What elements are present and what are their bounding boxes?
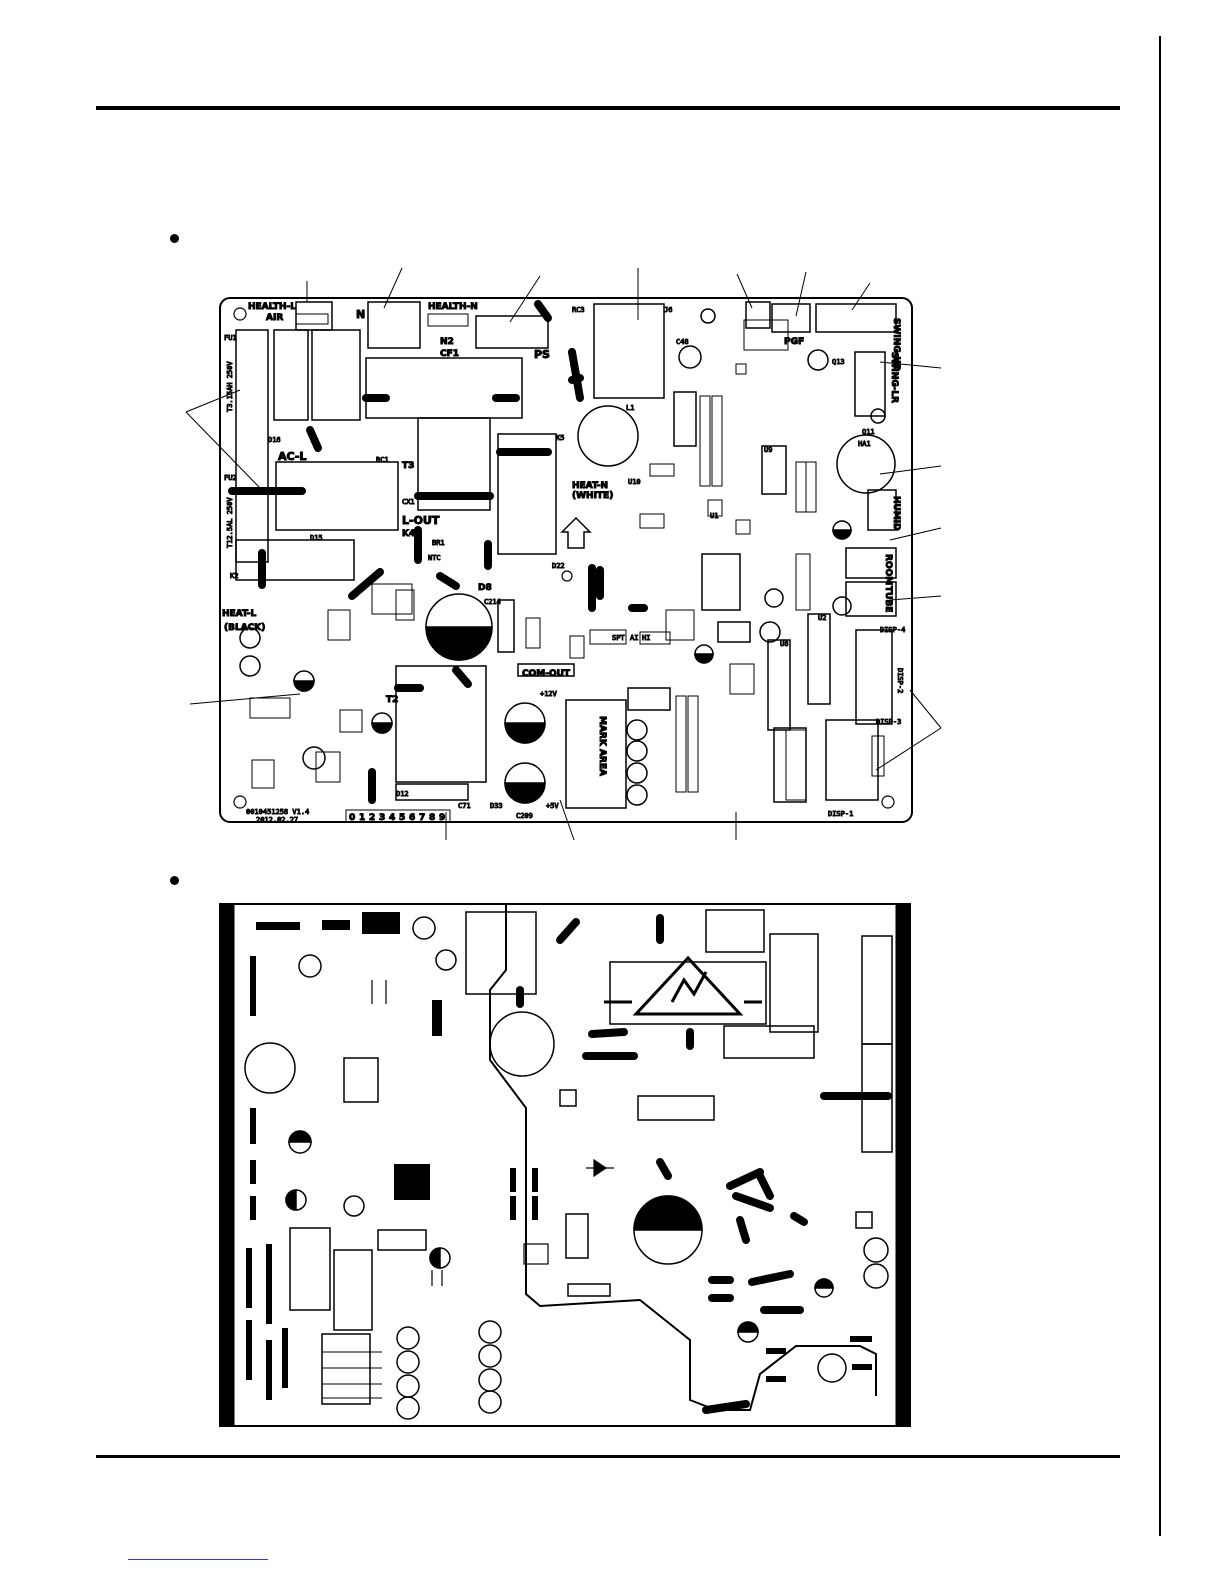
label-t3: T3 bbox=[402, 461, 414, 471]
label-c209: C209 bbox=[516, 812, 533, 820]
label-fu1-rating: T3.15AH 250V bbox=[226, 361, 234, 412]
label-12v: +12V bbox=[540, 690, 558, 698]
label-t2: T2 bbox=[386, 695, 398, 705]
label-k5: K5 bbox=[556, 434, 564, 442]
page-margin-line bbox=[1159, 36, 1161, 1536]
bullet-top bbox=[170, 234, 179, 243]
label-k2: K2 bbox=[230, 572, 238, 580]
label-c71: C71 bbox=[458, 802, 471, 810]
label-ai: AI bbox=[630, 634, 638, 642]
label-swing-lr: SWING-LR bbox=[889, 352, 899, 403]
digit-8: 8 bbox=[429, 813, 435, 823]
label-q13: Q13 bbox=[832, 358, 845, 366]
label-disp2: DISP-2 bbox=[896, 668, 904, 693]
bottom-pcb bbox=[219, 903, 911, 1427]
label-n: N bbox=[356, 308, 365, 321]
label-rc1: RC1 bbox=[376, 456, 389, 464]
label-u1: U1 bbox=[710, 512, 718, 520]
label-hi: HI bbox=[642, 634, 650, 642]
label-rc3: RC3 bbox=[572, 306, 585, 314]
label-u2: U2 bbox=[818, 614, 826, 622]
label-fu1: FU1 bbox=[224, 334, 237, 342]
label-u9: U9 bbox=[764, 446, 772, 454]
label-cf1: CF1 bbox=[440, 349, 459, 359]
label-disp3: DISP-3 bbox=[876, 718, 901, 726]
bullet-bottom bbox=[170, 876, 179, 885]
label-d33: D33 bbox=[490, 802, 503, 810]
label-ntc: NTC bbox=[428, 554, 441, 562]
label-spt: SPT bbox=[612, 634, 625, 642]
label-d16: D16 bbox=[268, 436, 281, 444]
label-fu2: FU2 bbox=[224, 474, 237, 482]
top-rule bbox=[96, 106, 1120, 110]
label-q11: Q11 bbox=[862, 428, 875, 436]
label-disp1: DISP-1 bbox=[828, 810, 853, 818]
digit-0: 0 bbox=[349, 813, 355, 823]
label-d22: D22 bbox=[552, 562, 565, 570]
label-ps: PS bbox=[534, 348, 550, 361]
label-br1: BR1 bbox=[432, 539, 445, 547]
label-l1: L1 bbox=[626, 404, 634, 412]
label-d15: D15 bbox=[310, 534, 323, 542]
label-j6: J6 bbox=[664, 306, 672, 314]
digit-3: 3 bbox=[379, 813, 385, 823]
digit-6: 6 bbox=[409, 813, 415, 823]
label-k4: K4 bbox=[402, 529, 415, 539]
label-ha1: HA1 bbox=[858, 440, 871, 448]
label-tube: TUBE bbox=[883, 586, 893, 612]
digit-2: 2 bbox=[369, 813, 375, 823]
label-l-out: L-OUT bbox=[402, 514, 440, 527]
label-cx1: CX1 bbox=[402, 498, 415, 506]
label-health-n: HEALTH-N bbox=[428, 302, 478, 312]
label-room: ROOM bbox=[883, 554, 893, 585]
label-u8: U8 bbox=[780, 640, 788, 648]
label-air: AIR bbox=[266, 313, 283, 323]
label-fu2-rating: T12.5AL 250V bbox=[226, 497, 234, 548]
label-u10: U10 bbox=[628, 478, 641, 486]
digit-strip: 0 1 2 3 4 5 6 7 8 9 bbox=[349, 813, 446, 824]
label-health-l: HEALTH-L bbox=[248, 302, 296, 312]
label-heat-n: HEAT-N bbox=[572, 481, 608, 491]
label-board-id: 0010451258 V1.4 bbox=[246, 808, 309, 816]
label-n2: N2 bbox=[440, 337, 454, 347]
label-d12: D12 bbox=[396, 790, 409, 798]
label-c214: C214 bbox=[484, 598, 501, 606]
digit-9: 9 bbox=[439, 813, 445, 823]
label-d8: D8 bbox=[478, 583, 492, 593]
label-heat-l: HEAT-L bbox=[222, 609, 256, 619]
top-pcb: HEALTH-L AIR HEALTH-N N N2 CF1 PS RC3 J6… bbox=[185, 267, 942, 841]
digit-1: 1 bbox=[359, 813, 365, 823]
label-disp4: DISP-4 bbox=[880, 626, 905, 634]
label-mark-area: MARK AREA bbox=[597, 716, 607, 776]
label-pgf: PGF bbox=[784, 337, 804, 347]
label-com-out: COM-OUT bbox=[522, 669, 571, 679]
digit-7: 7 bbox=[419, 813, 425, 823]
digit-5: 5 bbox=[399, 813, 405, 823]
label-white: (WHITE) bbox=[572, 491, 613, 501]
label-swing-ud: SWING-UD bbox=[891, 318, 901, 371]
footer-link-underline bbox=[128, 1559, 268, 1560]
label-5v: +5V bbox=[546, 802, 559, 810]
bottom-rule bbox=[96, 1455, 1120, 1458]
label-humid: HUMID bbox=[891, 496, 901, 531]
label-c48: C48 bbox=[676, 338, 689, 346]
label-ac-l: AC-L bbox=[278, 450, 306, 463]
digit-4: 4 bbox=[389, 813, 395, 823]
label-board-date: 2012.02.27 bbox=[256, 816, 298, 824]
label-black: (BLACK) bbox=[224, 623, 265, 633]
